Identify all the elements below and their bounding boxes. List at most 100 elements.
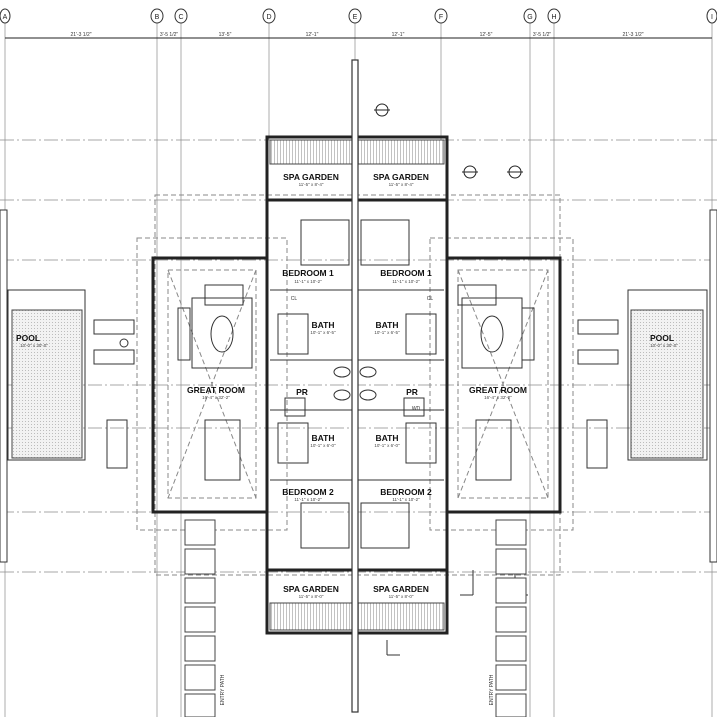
lounge-chair: [93, 349, 135, 365]
left-ceiling-line: [167, 269, 257, 499]
svg-text:10'-0" x 30'-0": 10'-0" x 30'-0": [20, 343, 48, 348]
room-label: BEDROOM 2: [282, 487, 334, 497]
rug: [191, 297, 253, 369]
coffee-table: [210, 315, 234, 353]
svg-text:16'-4" x 32'-2": 16'-4" x 32'-2": [202, 395, 230, 400]
entry-path-right: [495, 519, 527, 717]
bed-icon: [360, 502, 410, 549]
armchairs: [457, 284, 497, 306]
svg-text:H: H: [551, 14, 556, 21]
right-ceiling-line: [457, 269, 549, 499]
svg-text:11'-1" x 10'-2": 11'-1" x 10'-2": [294, 279, 322, 284]
shower-icon: [277, 422, 309, 464]
svg-text:10'-1" x 6'-5": 10'-1" x 6'-5": [310, 330, 336, 335]
grid-bubble-c: C: [174, 8, 188, 24]
pool-right: [627, 289, 708, 461]
closet-label: CL: [427, 296, 434, 302]
svg-text:11'-1" x 10'-2": 11'-1" x 10'-2": [294, 497, 322, 502]
room-label: GREAT ROOM: [469, 385, 527, 395]
svg-text:10'-0" x 30'-0": 10'-0" x 30'-0": [650, 343, 678, 348]
svg-text:F: F: [439, 14, 443, 21]
grid-bubble-a: A: [0, 8, 11, 24]
svg-text:3'-5 1/2": 3'-5 1/2": [533, 32, 552, 38]
room-label: BEDROOM 1: [282, 268, 334, 278]
svg-text:11'-1" x 10'-2": 11'-1" x 10'-2": [392, 279, 420, 284]
room-label: BATH: [312, 433, 335, 443]
grid-bubble-b: B: [150, 8, 164, 24]
svg-text:11'-5" x 8'-4": 11'-5" x 8'-4": [299, 182, 324, 187]
left-edge-wall: [0, 209, 8, 563]
rug: [461, 297, 523, 369]
pool-right-water: [630, 309, 704, 459]
shower-icon: [405, 313, 437, 355]
lounge-chair: [93, 319, 135, 335]
pool-left: [7, 289, 86, 461]
room-label: BATH: [376, 320, 399, 330]
room-label: SPA GARDEN: [373, 584, 429, 594]
room-labels: SPA GARDEN 11'-5" x 8'-4" SPA GARDEN 11'…: [16, 172, 678, 705]
appliance: [284, 397, 306, 417]
dining-table: [106, 419, 128, 469]
wd-label: WD: [412, 406, 421, 412]
grid-bubble-f: F: [434, 8, 448, 24]
grid-bubble-i: I: [706, 8, 717, 24]
bed-icon: [300, 219, 350, 266]
svg-text:3'-5 1/2": 3'-5 1/2": [160, 32, 179, 38]
svg-text:B: B: [155, 14, 160, 21]
sofa: [521, 307, 535, 361]
grid-bubble-d: D: [262, 8, 276, 24]
lounge-chair: [577, 349, 619, 365]
svg-text:12'-1": 12'-1": [306, 32, 319, 38]
room-label: BEDROOM 2: [380, 487, 432, 497]
svg-text:10'-1" x 6'-0": 10'-1" x 6'-0": [310, 443, 336, 448]
dimension-string: 21'-3 1/2" 3'-5 1/2" 13'-5" 12'-1" 12'-1…: [5, 32, 712, 39]
room-label: POOL: [650, 333, 674, 343]
svg-text:13'-5": 13'-5": [219, 32, 232, 38]
svg-text:A: A: [3, 14, 8, 21]
washer-dryer: [403, 397, 425, 417]
svg-text:21'-3 1/2": 21'-3 1/2": [70, 32, 91, 38]
section-markers: [374, 103, 523, 179]
svg-text:12'-1": 12'-1": [392, 32, 405, 38]
roof-outline-right: [429, 237, 574, 531]
svg-text:I: I: [711, 14, 713, 21]
svg-text:16'-4" x 32'-2": 16'-4" x 32'-2": [484, 395, 512, 400]
entry-path-label: ENTRY PATH: [220, 674, 226, 705]
room-label: SPA GARDEN: [283, 584, 339, 594]
room-label: BATH: [376, 433, 399, 443]
grid-bubble-g: G: [523, 8, 537, 24]
shower-icon: [405, 422, 437, 464]
entry-path-label: ENTRY PATH: [489, 674, 495, 705]
svg-text:11'-1" x 10'-2": 11'-1" x 10'-2": [392, 497, 420, 502]
bed-icon: [360, 219, 410, 266]
room-label: BEDROOM 1: [380, 268, 432, 278]
room-label: SPA GARDEN: [283, 172, 339, 182]
shower-icon: [277, 313, 309, 355]
room-label: PR: [406, 387, 418, 397]
svg-text:D: D: [266, 14, 271, 21]
grid-bubble-e: E: [348, 8, 362, 24]
coffee-table: [480, 315, 504, 353]
sofa: [177, 307, 191, 361]
lounge-chair: [577, 319, 619, 335]
svg-text:10'-1" x 6'-0": 10'-1" x 6'-0": [374, 443, 400, 448]
pool-left-water: [11, 309, 83, 459]
grid-bubble-h: H: [547, 8, 561, 24]
room-label: GREAT ROOM: [187, 385, 245, 395]
right-edge-wall: [709, 209, 717, 563]
kitchen-island: [204, 419, 241, 481]
svg-text:10'-1" x 6'-5": 10'-1" x 6'-5": [374, 330, 400, 335]
armchairs: [204, 284, 244, 306]
svg-text:11'-5" x 8'-0": 11'-5" x 8'-0": [389, 594, 414, 599]
kitchen-island: [475, 419, 512, 481]
svg-text:E: E: [353, 14, 358, 21]
room-label: BATH: [312, 320, 335, 330]
grid-bubbles: A B C D E F G H I: [0, 8, 717, 24]
central-spine-wall: [351, 59, 359, 713]
svg-text:11'-5" x 8'-4": 11'-5" x 8'-4": [389, 182, 414, 187]
svg-text:G: G: [527, 14, 532, 21]
entry-path-left: [184, 519, 216, 717]
svg-text:12'-5": 12'-5": [480, 32, 493, 38]
bed-icon: [300, 502, 350, 549]
